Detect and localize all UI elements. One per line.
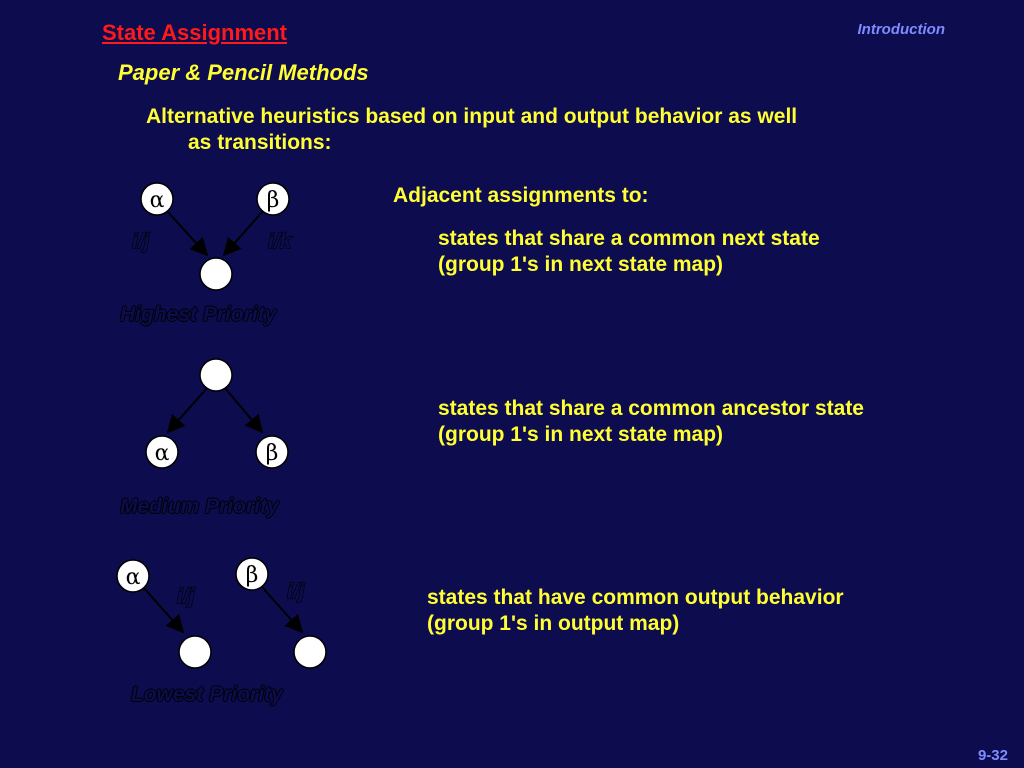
state-node-beta: [255, 435, 289, 469]
slide-title: State Assignment: [102, 20, 288, 45]
rule-common-next-state: states that share a common next state (g…: [438, 226, 820, 278]
rule-line: (group 1's in output map): [427, 612, 680, 635]
diagram-medium-priority: α β: [145, 358, 289, 469]
diagram-lowest-priority: α β i/j i/j: [116, 557, 327, 669]
node-label-beta: β: [267, 188, 280, 213]
intro-line-1: Alternative heuristics based on input an…: [146, 105, 798, 128]
diagram-highest-priority: α β i/j i/k: [131, 182, 293, 291]
state-node-alpha: [116, 559, 150, 593]
state-node-ancestor: [199, 358, 233, 392]
rule-line: states that share a common ancestor stat…: [438, 397, 864, 420]
edge-label-i-k: i/k: [268, 230, 293, 253]
rule-line: states that share a common next state: [438, 227, 820, 250]
node-label-alpha: α: [155, 441, 170, 466]
edge-beta-to-next: [222, 210, 264, 257]
state-node-alpha: [140, 182, 174, 216]
node-label-beta: β: [266, 441, 279, 466]
edge-label-i-j: i/j: [287, 580, 306, 603]
rule-line: (group 1's in next state map): [438, 253, 724, 276]
page-number: 9-32: [977, 747, 1008, 764]
edge-beta-to-next: [261, 586, 304, 634]
rule-line: (group 1's in next state map): [438, 423, 724, 446]
rule-line: states that have common output behavior: [427, 586, 844, 609]
state-node-next-b: [293, 635, 327, 669]
state-node-beta: [235, 557, 269, 591]
edge-alpha-to-next: [166, 210, 209, 257]
edge-alpha-to-next: [142, 586, 185, 634]
section-label: Introduction: [857, 21, 945, 38]
rule-common-output-behavior: states that have common output behavior …: [427, 585, 844, 637]
adjacent-heading: Adjacent assignments to:: [393, 184, 649, 207]
state-node-next: [199, 257, 233, 291]
priority-label-lowest: Lowest Priority: [131, 683, 283, 706]
intro-line-2: as transitions:: [188, 131, 332, 154]
node-label-alpha: α: [150, 188, 165, 213]
state-node-beta: [256, 182, 290, 216]
slide-subtitle: Paper & Pencil Methods: [118, 60, 369, 85]
priority-label-medium: Medium Priority: [120, 495, 279, 518]
edge-label-i-j: i/j: [177, 585, 196, 608]
node-label-beta: β: [246, 563, 259, 588]
edge-ancestor-to-beta: [224, 387, 264, 434]
intro-text: Alternative heuristics based on input an…: [146, 104, 797, 156]
edge-ancestor-to-alpha: [166, 387, 208, 434]
rule-common-ancestor-state: states that share a common ancestor stat…: [438, 396, 864, 448]
state-node-next-a: [178, 635, 212, 669]
node-label-alpha: α: [126, 565, 141, 590]
priority-label-highest: Highest Priority: [120, 303, 277, 326]
state-node-alpha: [145, 435, 179, 469]
edge-label-i-j: i/j: [132, 230, 151, 253]
